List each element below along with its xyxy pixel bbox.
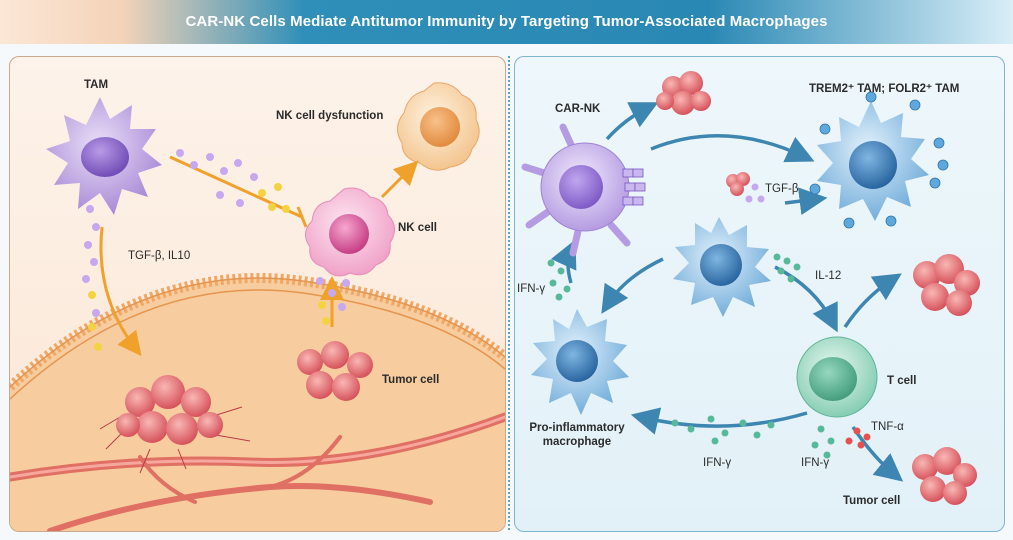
ifn-tcell-label: IFN-γ	[801, 457, 830, 469]
ifn-left-label: IFN-γ	[517, 283, 546, 295]
macrophage-cell-center	[673, 217, 771, 317]
tumor-mass-tgf	[726, 172, 750, 196]
cytokine-dots	[82, 149, 350, 351]
tam-label: TAM	[84, 79, 109, 91]
tumor-tissue-membrane	[10, 272, 505, 531]
tumor-mass-top	[656, 71, 711, 115]
nk-cell-label: NK cell	[398, 222, 437, 234]
tumor-cell-label: Tumor cell	[382, 374, 440, 386]
tumor-cell-label-right: Tumor cell	[843, 495, 901, 507]
t-cell-label: T cell	[887, 375, 917, 387]
ifn-bottom-label: IFN-γ	[703, 457, 732, 469]
proinflammatory-macrophage-label: Pro-inflammatory macrophage	[529, 422, 625, 448]
right-panel: CAR-NK TREM2⁺ TAM; FOLR2⁺ TAM TGF-β IL-1…	[514, 56, 1005, 532]
blood-vessels	[10, 412, 505, 531]
tumor-mass-left	[99, 375, 251, 474]
tam-cell	[46, 97, 162, 215]
cytokine-dots-right	[547, 183, 871, 459]
tnf-label: TNF-α	[871, 421, 904, 433]
tumor-mass-right	[297, 341, 373, 401]
nk-cell	[305, 187, 395, 277]
proinflammatory-macrophage-cell	[531, 309, 629, 415]
tgf-label: TGF-β	[765, 183, 799, 195]
right-panel-illustration	[521, 71, 980, 505]
left-panel: TAM NK cell dysfunction NK cell TGF-β, I…	[9, 56, 506, 532]
left-panel-illustration	[10, 82, 505, 531]
tumor-mass-bottom	[912, 447, 977, 505]
tam-subtypes-label: TREM2⁺ TAM; FOLR2⁺ TAM	[809, 83, 960, 95]
tumor-mass-right	[913, 254, 980, 316]
t-cell	[796, 336, 878, 418]
panel-divider	[508, 56, 510, 530]
il12-label: IL-12	[815, 270, 842, 282]
page-title: CAR-NK Cells Mediate Antitumor Immunity …	[185, 13, 828, 30]
car-nk-cell	[521, 123, 646, 257]
nk-dysfunction-label: NK cell dysfunction	[276, 110, 384, 122]
nk-dysfunction-cell	[397, 82, 480, 171]
trem2-tam-cell	[809, 91, 949, 229]
car-nk-label: CAR-NK	[555, 103, 601, 115]
title-banner	[0, 0, 1013, 44]
cytokines-label: TGF-β, IL10	[128, 250, 191, 262]
